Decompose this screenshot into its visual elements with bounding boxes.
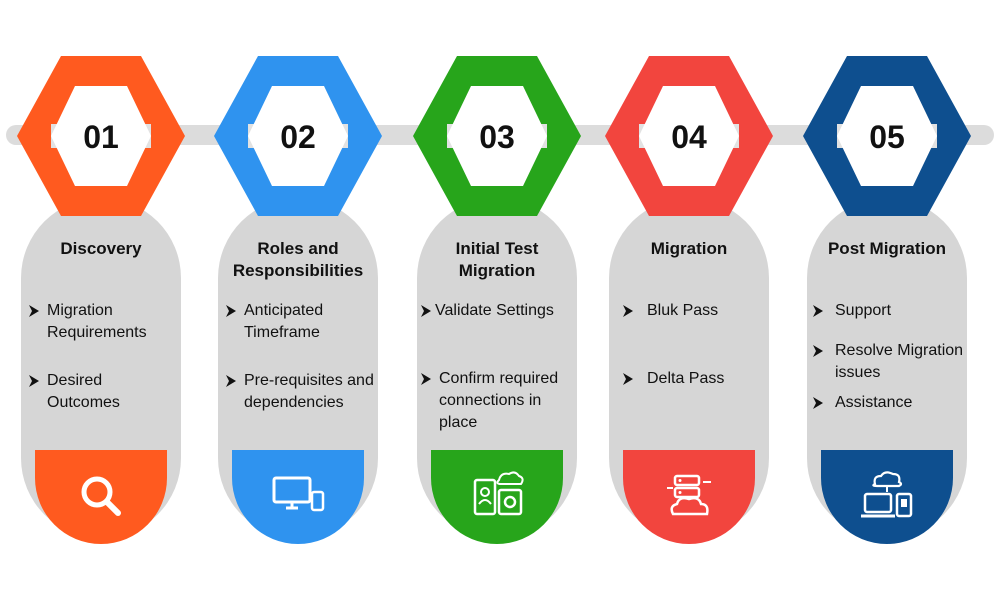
step-02-card-shape	[214, 56, 382, 544]
step-04-card-shape	[605, 56, 773, 544]
step-title: Initial Test Migration	[455, 239, 539, 280]
chevron-right-icon	[623, 373, 633, 385]
list-item: Desired Outcomes	[27, 370, 179, 414]
list-item: Bluk Pass	[621, 300, 773, 322]
chevron-right-icon	[226, 375, 236, 387]
chevron-right-icon	[226, 305, 236, 317]
list-item: Validate Settings	[419, 300, 577, 322]
step-title: Discovery	[60, 239, 142, 258]
step-title: Post Migration	[827, 239, 947, 258]
step-items: Anticipated Timeframe Pre-requisites and…	[224, 300, 376, 414]
step-05-card-shape	[803, 56, 971, 544]
settings-app-icon	[473, 471, 524, 516]
step-number: 04	[671, 119, 707, 155]
list-item: Pre-requisites and dependencies	[224, 370, 376, 414]
cloud-server-icon	[667, 474, 711, 516]
step-02-card: 02 Roles and Responsibilities Anticipate…	[214, 48, 382, 548]
chevron-right-icon	[813, 305, 823, 317]
step-number: 01	[83, 119, 119, 155]
step-01-card: 01 Discovery Migration Requirements Desi…	[17, 48, 185, 548]
step-items: Validate Settings Confirm required conne…	[419, 300, 577, 434]
list-item: Migration Requirements	[27, 300, 179, 344]
chevron-right-icon	[29, 305, 39, 317]
chevron-right-icon	[813, 345, 823, 357]
step-number: 02	[280, 119, 316, 155]
step-items: Bluk Pass Delta Pass	[621, 300, 773, 390]
chevron-right-icon	[813, 397, 823, 409]
list-item: Confirm required connections in place	[419, 368, 577, 434]
list-item: Assistance	[811, 392, 969, 414]
list-item: Support	[811, 300, 969, 322]
chevron-right-icon	[29, 375, 39, 387]
list-item: Resolve Migration issues	[811, 340, 969, 384]
step-title: Migration	[650, 239, 728, 258]
step-03-card-shape	[413, 56, 581, 544]
step-04-card: 04 Migration Bluk Pass Delta Pass	[605, 48, 773, 548]
search-icon	[81, 476, 121, 516]
step-05-card: 05 Post Migration Support Resolve Migrat…	[803, 48, 971, 548]
chevron-right-icon	[421, 305, 431, 317]
chevron-right-icon	[421, 373, 431, 385]
step-number: 05	[869, 119, 905, 155]
step-items: Support Resolve Migration issues Assista…	[811, 300, 969, 414]
step-03-card: 03 Initial Test Migration Validate Setti…	[413, 48, 581, 548]
list-item: Delta Pass	[621, 368, 773, 390]
step-items: Migration Requirements Desired Outcomes	[27, 300, 179, 414]
step-01-card-shape	[17, 56, 185, 544]
chevron-right-icon	[623, 305, 633, 317]
list-item: Anticipated Timeframe	[224, 300, 376, 344]
devices-icon	[272, 476, 325, 512]
cloud-computer-icon	[861, 471, 913, 518]
step-number: 03	[479, 119, 515, 155]
step-title: Roles and Responsibilities	[232, 239, 364, 280]
